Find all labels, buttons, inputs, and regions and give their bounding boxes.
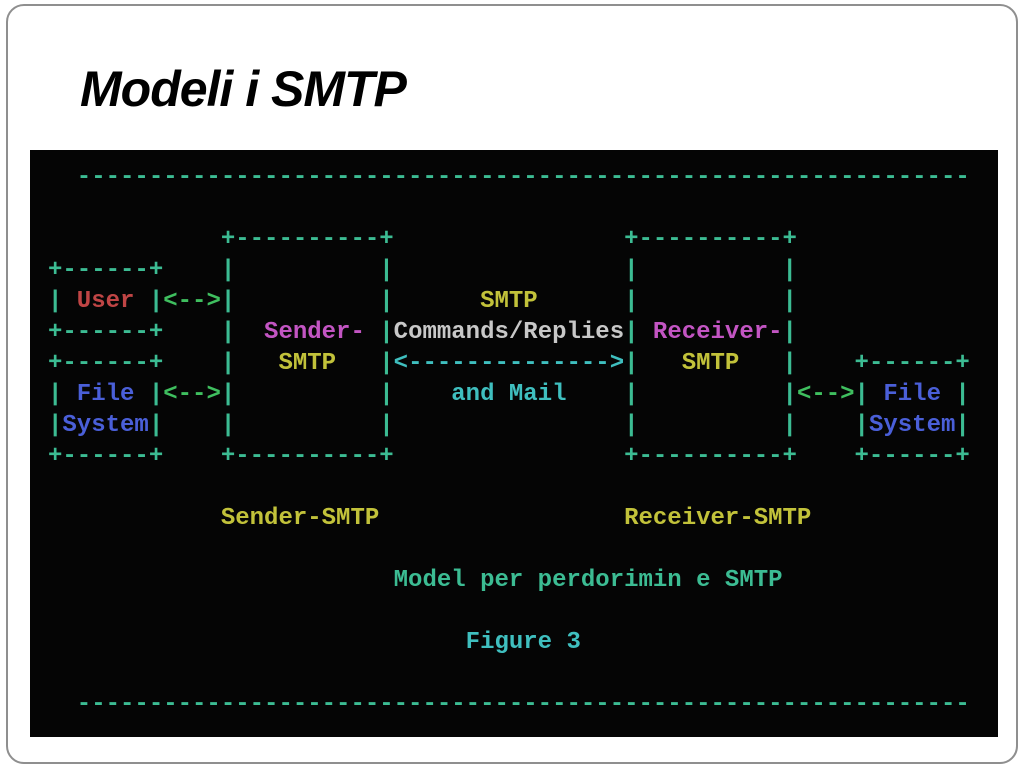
ascii-line: +------+ | Sender- |Commands/Replies| Re… (48, 317, 998, 348)
ascii-segment: | (955, 412, 970, 439)
ascii-segment: System (868, 412, 956, 439)
ascii-segment: | (48, 288, 63, 315)
terminal-panel: ----------------------------------------… (30, 150, 998, 737)
ascii-segment: <--> (796, 381, 855, 408)
ascii-segment: <--> (163, 381, 221, 408)
ascii-segment: | (379, 350, 394, 377)
page-title: Modeli i SMTP (80, 61, 407, 117)
ascii-segment: File (868, 381, 956, 408)
ascii-line: Sender-SMTP Receiver-SMTP (48, 503, 998, 534)
ascii-segment: | | (624, 381, 797, 408)
ascii-segment: | (624, 350, 639, 377)
smtp-ascii-diagram: ----------------------------------------… (48, 162, 998, 720)
ascii-segment: | (148, 381, 164, 408)
slide: Modeli i SMTP --------------------------… (6, 4, 1018, 764)
ascii-segment: +------+ +----------+ +----------+ +----… (48, 443, 970, 470)
ascii-segment: ----------------------------------------… (48, 164, 970, 191)
ascii-line: | User |<-->| | SMTP | | (48, 286, 998, 317)
ascii-segment: User (62, 288, 149, 315)
ascii-segment: | (854, 381, 869, 408)
ascii-segment: | (782, 319, 797, 346)
ascii-segment: SMTP (638, 350, 783, 377)
ascii-segment: +------+ | (48, 350, 236, 377)
ascii-segment: +------+ | | | | (48, 257, 797, 284)
ascii-segment: | (379, 319, 394, 346)
ascii-segment: System (62, 412, 149, 439)
ascii-segment: | (48, 412, 63, 439)
ascii-segment: SMTP (235, 350, 380, 377)
ascii-segment: | (624, 319, 639, 346)
ascii-line (48, 193, 998, 224)
ascii-line: +------+ | SMTP |<-------------->| SMTP … (48, 348, 998, 379)
ascii-segment: Receiver- (638, 319, 783, 346)
ascii-segment: | +------+ (782, 350, 970, 377)
ascii-segment: <--------------> (393, 350, 625, 377)
ascii-segment: | | (624, 288, 797, 315)
ascii-segment: +----------+ +----------+ (48, 226, 797, 253)
ascii-line: |System| | | | | |System| (48, 410, 998, 441)
ascii-line: +------+ +----------+ +----------+ +----… (48, 441, 998, 472)
ascii-segment: <--> (163, 288, 221, 315)
ascii-line (48, 534, 998, 565)
ascii-segment: Commands/Replies (393, 319, 625, 346)
ascii-segment: +------+ | (48, 319, 236, 346)
ascii-line (48, 596, 998, 627)
ascii-segment: Sender-SMTP Receiver-SMTP (48, 505, 812, 532)
ascii-line: Model per perdorimin e SMTP (48, 565, 998, 596)
ascii-segment: | | (220, 381, 394, 408)
ascii-segment: and Mail (393, 381, 625, 408)
ascii-segment: Figure 3 (48, 629, 581, 656)
ascii-line (48, 658, 998, 689)
ascii-segment: | (48, 381, 63, 408)
ascii-segment: SMTP (393, 288, 625, 315)
ascii-segment: | (955, 381, 970, 408)
ascii-segment: Sender- (235, 319, 380, 346)
ascii-segment: Model per perdorimin e SMTP (48, 567, 783, 594)
ascii-segment: | (148, 288, 164, 315)
ascii-line: | File |<-->| | and Mail | |<-->| File | (48, 379, 998, 410)
ascii-line: +----------+ +----------+ (48, 224, 998, 255)
ascii-line: ----------------------------------------… (48, 162, 998, 193)
ascii-segment: | | (220, 288, 394, 315)
ascii-segment: | | | | | | (148, 412, 869, 439)
ascii-line: +------+ | | | | (48, 255, 998, 286)
ascii-line: Figure 3 (48, 627, 998, 658)
ascii-line (48, 472, 998, 503)
ascii-segment: File (62, 381, 149, 408)
ascii-segment: ----------------------------------------… (48, 691, 970, 718)
ascii-line: ----------------------------------------… (48, 689, 998, 720)
